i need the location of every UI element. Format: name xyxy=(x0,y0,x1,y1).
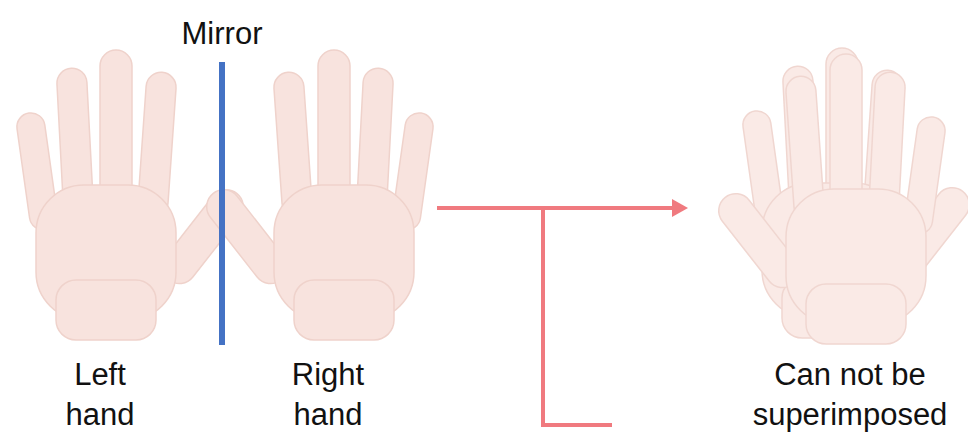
arrow-head xyxy=(672,199,688,217)
hand-label: Left hand xyxy=(50,355,150,435)
superimposed-hands xyxy=(712,48,968,344)
result-label: Can not be superimposed xyxy=(740,355,960,435)
hand-label: Right hand xyxy=(268,355,388,435)
mirror-line xyxy=(219,62,225,345)
right-hand-drawing xyxy=(200,50,435,340)
branch-arrow xyxy=(437,208,676,425)
mirror-label: Mirror xyxy=(150,14,294,54)
